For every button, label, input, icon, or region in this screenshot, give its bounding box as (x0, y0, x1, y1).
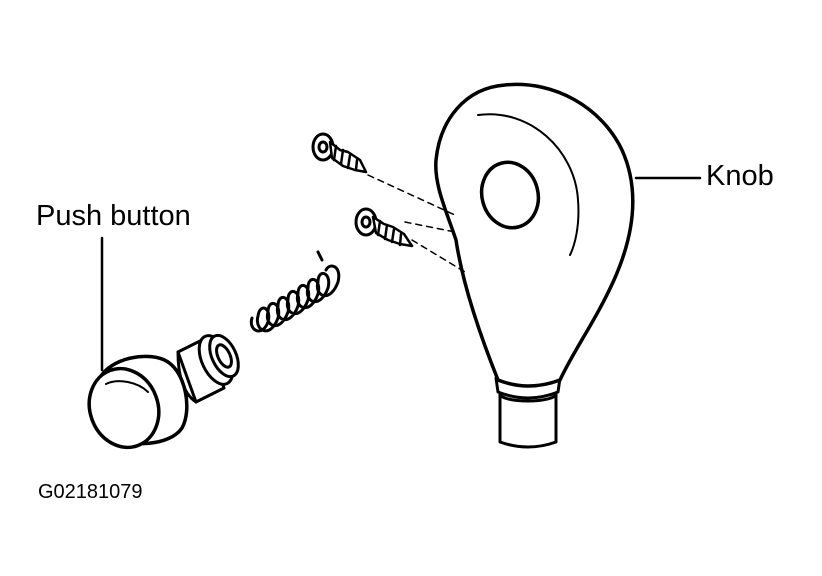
knob-label: Knob (706, 160, 774, 192)
spring (249, 250, 341, 333)
lower-screw (354, 207, 414, 248)
upper-screw (311, 132, 368, 174)
figure-code: G02181079 (38, 481, 143, 503)
push-button-label: Push button (36, 200, 191, 232)
knob-part (434, 82, 635, 449)
push-button-part (87, 333, 240, 450)
alignment-lines (367, 174, 466, 273)
